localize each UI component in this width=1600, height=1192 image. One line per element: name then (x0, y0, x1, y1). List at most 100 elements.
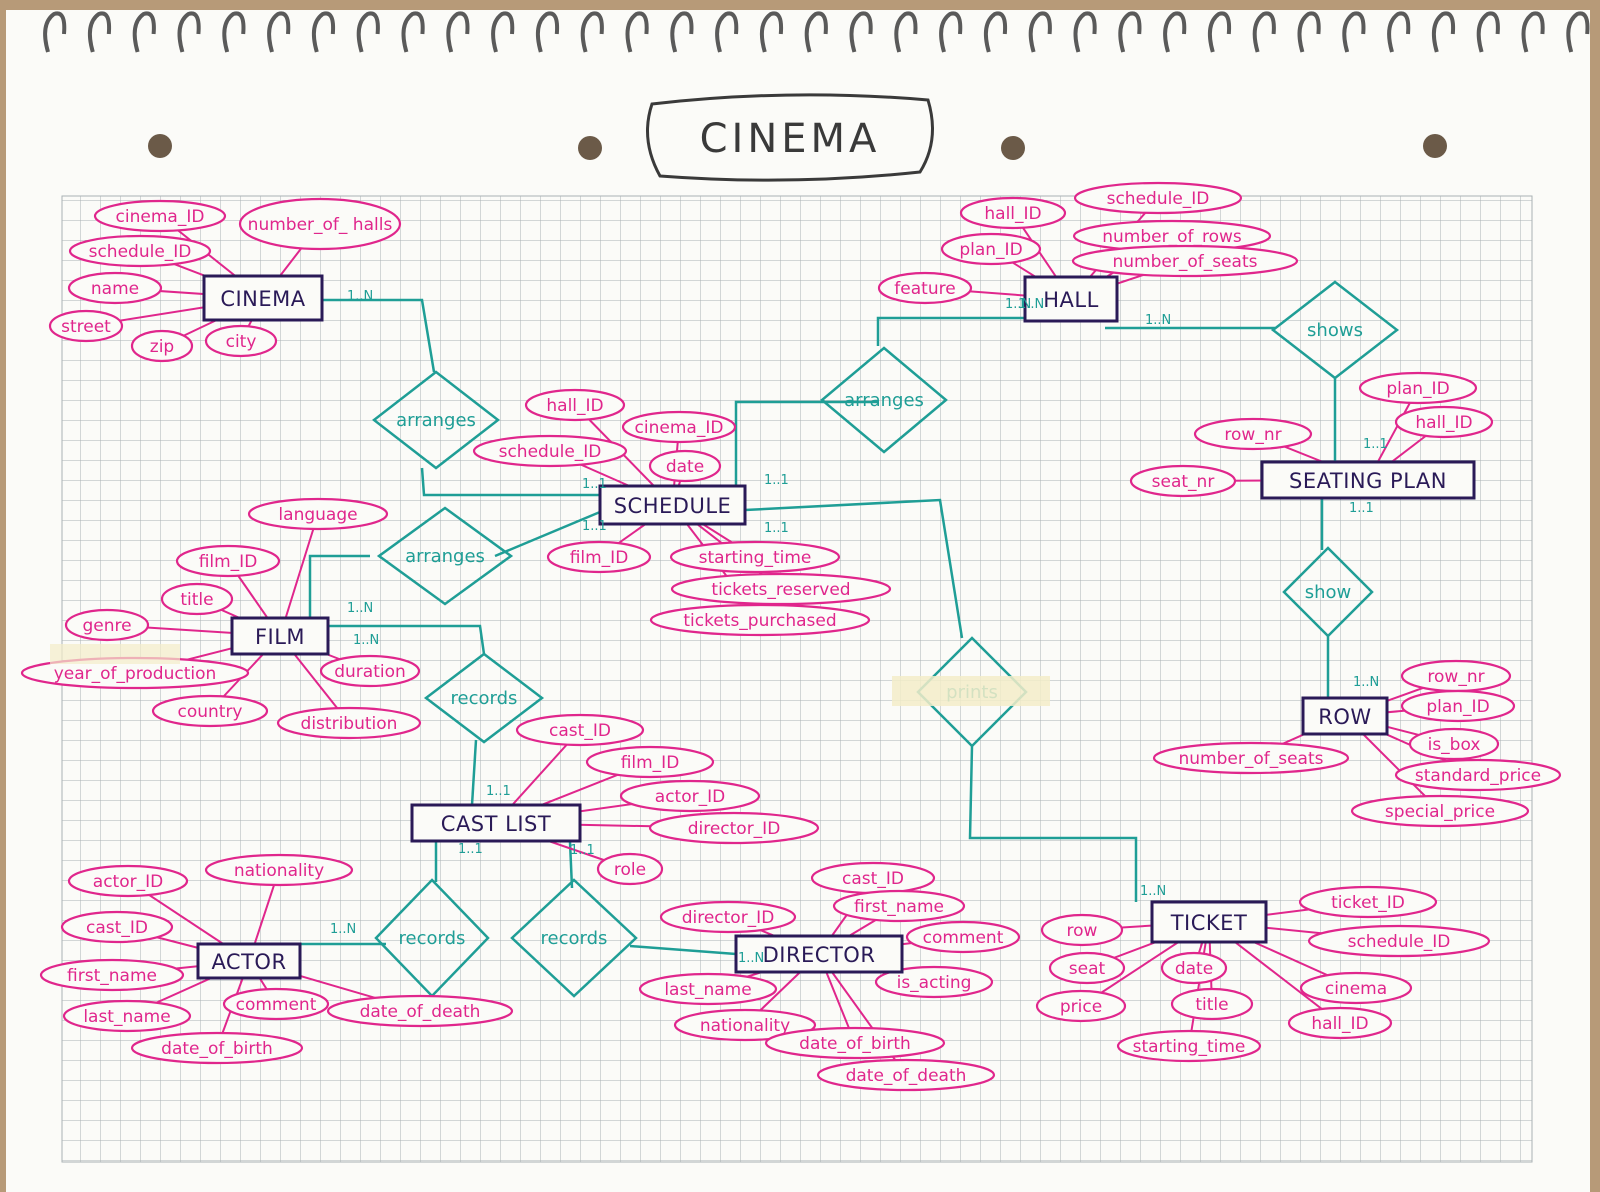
entity-row: ROW (1301, 696, 1389, 736)
cardinality-label: 1..N (1353, 675, 1379, 690)
entity-box (196, 942, 302, 980)
attribute-label: date_of_birth (799, 1034, 911, 1054)
attribute-label: hall_ID (1415, 413, 1472, 433)
attribute-label: actor_ID (93, 872, 163, 892)
attribute-oval (874, 965, 994, 999)
attribute-label: cinema (1325, 979, 1387, 999)
connector-line (744, 498, 964, 639)
attribute-street: street (48, 309, 124, 343)
attribute-role: role (596, 852, 664, 886)
cardinality-label: 1..1 (458, 842, 483, 857)
entity-ticket: TICKET (1150, 900, 1268, 944)
attribute-director-id: director_ID (648, 811, 820, 845)
connector-line (968, 745, 1138, 902)
spiral-ring (535, 11, 560, 53)
attribute-oval (130, 329, 194, 363)
attribute-nationality: nationality (673, 1008, 817, 1042)
attribute-number-of-seats: number_of_seats (1152, 741, 1350, 775)
attribute-spoke (279, 513, 319, 637)
attribute-cinema: cinema (1299, 971, 1413, 1005)
cardinality-label: 1..N (353, 633, 379, 648)
attribute-date-of-birth: date_of_birth (130, 1031, 304, 1065)
entity-label: TICKET (1170, 911, 1248, 935)
entity-actor: ACTOR (196, 942, 302, 980)
attribute-cast-id: cast_ID (810, 861, 936, 895)
spiral-ring (715, 11, 739, 53)
cardinality-label: 1..1 (764, 521, 789, 536)
attribute-label: tickets_reserved (711, 580, 850, 600)
attribute-plan-id: plan_ID (1358, 371, 1478, 405)
attribute-oval (659, 900, 797, 934)
attribute-date-of-birth: date_of_birth (764, 1026, 946, 1060)
attribute-label: director_ID (682, 908, 775, 928)
attribute-oval (276, 706, 422, 740)
attribute-label: cinema_ID (635, 418, 724, 438)
attribute-label: number_of_seats (1113, 252, 1258, 272)
attribute-seat-nr: seat_nr (1129, 464, 1237, 498)
connector-line (734, 400, 878, 490)
attribute-oval (1350, 794, 1530, 828)
cardinality-label: 1..N (1145, 313, 1171, 328)
attribute-label: comment (923, 928, 1004, 948)
entity-hall: HALL (1023, 275, 1119, 323)
attribute-comment: comment (905, 920, 1021, 954)
entity-seating-plan: SEATING PLAN (1260, 460, 1476, 500)
attribute-hall-id: hall_ID (524, 388, 626, 422)
attribute-oval (175, 544, 281, 578)
attribute-first-name: first_name (832, 889, 966, 923)
attribute-oval (1400, 689, 1516, 723)
punch-hole (148, 134, 172, 158)
attribute-first-name: first_name (39, 958, 185, 992)
attribute-oval (648, 449, 722, 483)
attribute-genre: genre (64, 608, 150, 642)
attribute-oval (319, 654, 421, 688)
attribute-plan-id: plan_ID (1400, 689, 1516, 723)
attribute-oval (1071, 244, 1299, 278)
attribute-label: genre (82, 616, 131, 636)
attribute-label: number_of_seats (1179, 749, 1324, 769)
spiral-ring (849, 11, 873, 53)
attribute-label: hall_ID (1311, 1014, 1368, 1034)
attribute-date: date (1160, 951, 1228, 985)
attribute-oval (764, 1026, 946, 1060)
attribute-oval (326, 994, 514, 1028)
attribute-standard-price: standard_price (1394, 758, 1562, 792)
attribute-oval (648, 811, 820, 845)
entity-box (1301, 696, 1389, 736)
attribute-label: starting_time (699, 548, 812, 568)
cardinality-label: 1..1 (570, 843, 595, 858)
attribute-last-name: last_name (62, 999, 192, 1033)
attribute-label: last_name (664, 980, 751, 1000)
attribute-oval (1358, 371, 1478, 405)
tape-strip (50, 644, 180, 664)
entity-label: HALL (1043, 288, 1099, 312)
relationship-label: arranges (405, 546, 485, 567)
attribute-label: special_price (1385, 802, 1495, 822)
attribute-label: nationality (700, 1016, 790, 1036)
attribute-oval (877, 271, 973, 305)
spiral-ring (759, 11, 784, 53)
attribute-label: feature (894, 279, 955, 299)
attribute-oval (67, 271, 163, 305)
entity-box (1023, 275, 1119, 323)
attribute-oval (670, 572, 892, 606)
attribute-oval (905, 920, 1021, 954)
attribute-label: street (61, 317, 111, 337)
attribute-oval (669, 540, 841, 574)
cardinality-label: 1..N (1018, 297, 1044, 312)
attribute-oval (1116, 1029, 1262, 1063)
attribute-distribution: distribution (276, 706, 422, 740)
attribute-number-of-seats: number_of_seats (1071, 244, 1299, 278)
relationship-arranges: arranges (376, 506, 514, 606)
spiral-ring (1431, 11, 1456, 53)
attribute-label: schedule_ID (1348, 932, 1451, 952)
spiral-ring (132, 11, 156, 53)
attribute-label: row_nr (1427, 667, 1484, 687)
spiral-ring (267, 11, 291, 53)
attribute-label: last_name (83, 1007, 170, 1027)
attribute-film-id: film_ID (585, 745, 715, 779)
attribute-oval (204, 324, 278, 358)
attribute-label: cast_ID (842, 869, 904, 889)
